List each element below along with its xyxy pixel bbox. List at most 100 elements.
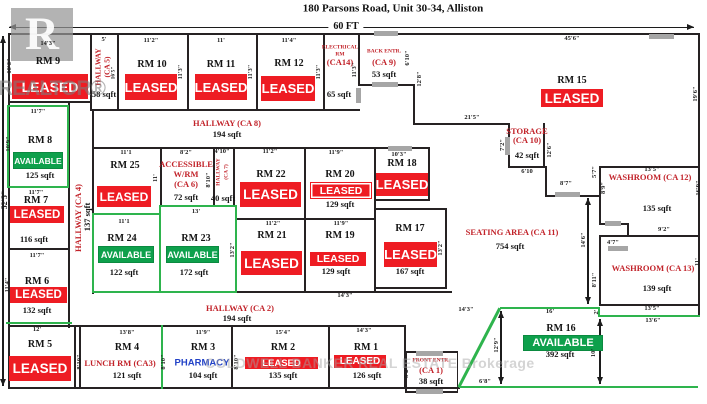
leased-badge-rm-20: LEASED bbox=[310, 182, 372, 199]
wall-segment bbox=[231, 325, 233, 389]
leased-badge-rm-5: LEASED bbox=[9, 356, 71, 381]
available-badge-rm-8: AVAILABLE bbox=[13, 152, 63, 169]
dim-rm16-left: 12'9" bbox=[492, 337, 500, 353]
dim-rm23-w: 13' bbox=[191, 207, 201, 215]
door-opening-marker bbox=[388, 146, 412, 151]
room-label-rm-18: RM 18 bbox=[387, 158, 417, 169]
dim-rm9-w: 14'3" bbox=[40, 39, 56, 47]
room-label-electrical-3: (CA14) bbox=[326, 56, 354, 67]
unit-boundary-green bbox=[500, 307, 600, 309]
dim-ca10-left: 7'2" bbox=[498, 139, 506, 151]
dim-rm10-w: 11'2" bbox=[143, 36, 159, 44]
sqft-rm8: 125 sqft bbox=[25, 169, 55, 180]
wall-segment bbox=[233, 147, 235, 207]
leased-badge-rm-10: LEASED bbox=[125, 74, 177, 100]
unit-boundary-green bbox=[7, 105, 9, 188]
unit-boundary-green bbox=[235, 205, 237, 293]
leased-badge-rm-7: LEASED bbox=[10, 206, 64, 223]
dim-ca5-h: 16'5" bbox=[110, 66, 117, 80]
room-label-rm-6: RM 6 bbox=[24, 276, 50, 287]
left-height-arrow bbox=[2, 36, 4, 386]
room-label-rm-3: RM 3 bbox=[190, 342, 216, 353]
dim-rm19-b: 14'3" bbox=[337, 291, 353, 299]
leased-badge-rm-1: LEASED bbox=[334, 355, 386, 368]
dim-wc12-left: 8'9" bbox=[599, 182, 607, 194]
room-label-rm-23: RM 23 bbox=[181, 233, 211, 244]
wall-segment bbox=[413, 84, 415, 125]
door-opening-marker bbox=[605, 221, 621, 226]
sqft-rm17: 167 sqft bbox=[395, 265, 425, 276]
wall-segment bbox=[256, 33, 258, 111]
dim-rm8-w: 11'7" bbox=[30, 107, 46, 115]
sqft-rm24: 122 sqft bbox=[109, 266, 139, 277]
dim-passage: 8'7" bbox=[560, 179, 572, 187]
door-opening-marker bbox=[372, 82, 398, 87]
room-label-lunch: LUNCH RM (CA3) bbox=[84, 357, 156, 368]
dim-rm16-right: 10' bbox=[589, 348, 597, 358]
dim-rm20-w: 11'9" bbox=[328, 148, 344, 156]
dim-wc13-t: 4'7" bbox=[607, 238, 619, 246]
page-title: 180 Parsons Road, Unit 30-34, Alliston bbox=[302, 2, 484, 15]
wall-segment bbox=[117, 33, 119, 111]
room-label-rm-17: RM 17 bbox=[395, 223, 425, 234]
dim-left: 52'5" bbox=[0, 190, 9, 210]
room-label-rm-11: RM 11 bbox=[206, 59, 236, 70]
dim-rm3-w: 11'9" bbox=[195, 328, 211, 336]
dim-rm15-left: 12'8" bbox=[415, 71, 423, 87]
door-opening-marker bbox=[374, 31, 398, 36]
dimension-arrowhead bbox=[596, 377, 603, 384]
room-label-rm-21: RM 21 bbox=[257, 230, 287, 241]
door-opening-marker bbox=[649, 34, 674, 39]
dim-rm3-h: 8'10" bbox=[159, 354, 167, 370]
seating-area-label: SEATING AREA (CA 11) bbox=[465, 226, 559, 237]
unit-boundary-green bbox=[160, 205, 237, 207]
sqft-rm3: 104 sqft bbox=[188, 369, 218, 380]
sqft-rm4: 121 sqft bbox=[112, 369, 142, 380]
dim-rm18-w: 10'3" bbox=[391, 150, 407, 158]
dim-rm16-b: 6'8" bbox=[479, 377, 491, 385]
door-opening-marker bbox=[608, 246, 628, 251]
dim-rm8-h: 10'9" bbox=[4, 136, 12, 152]
wall-segment bbox=[8, 101, 92, 103]
available-badge-rm-24: AVAILABLE bbox=[98, 246, 154, 263]
room-label-rm-2: RM 2 bbox=[270, 342, 296, 353]
dimension-arrowhead bbox=[497, 311, 504, 318]
wall-segment bbox=[543, 123, 545, 168]
wall-segment bbox=[599, 304, 700, 306]
dim-ca5-w: 5' bbox=[101, 35, 107, 43]
sqft-ca14: 65 sqft bbox=[326, 88, 352, 99]
room-label-rm-15: RM 15 bbox=[557, 75, 587, 86]
unit-boundary-green bbox=[598, 307, 600, 317]
room-label-storage-2: (CA 10) bbox=[512, 134, 542, 145]
scale-label: 60 FT bbox=[328, 22, 364, 32]
leased-badge-rm-21: LEASED bbox=[241, 251, 302, 275]
door-opening-marker bbox=[505, 137, 510, 155]
wall-segment bbox=[405, 351, 407, 392]
hallway-ca8-label: HALLWAY (CA 8) bbox=[192, 117, 262, 128]
room-label-rm-12: RM 12 bbox=[274, 58, 304, 69]
wall-segment bbox=[456, 351, 458, 392]
room-label-rm-5: RM 5 bbox=[27, 339, 53, 350]
dim-rm2-w: 15'4" bbox=[275, 328, 291, 336]
wall-segment bbox=[8, 248, 70, 250]
sqft-rm19: 129 sqft bbox=[321, 265, 351, 276]
washroom-13-label: WASHROOM (CA 13) bbox=[611, 262, 695, 273]
sqft-ca9: 53 sqft bbox=[371, 68, 397, 79]
dimension-arrowhead bbox=[0, 36, 6, 43]
dim-rm17-h: 13'2" bbox=[436, 240, 444, 256]
sqft-ca1: 38 sqft bbox=[418, 375, 444, 386]
room-label-back-entr-2: (CA 9) bbox=[372, 56, 396, 67]
room-label-ca6-3: (CA 6) bbox=[174, 178, 198, 189]
wall-segment bbox=[213, 147, 215, 207]
dim-rm6-w: 11'7" bbox=[29, 251, 45, 259]
unit-boundary-green bbox=[459, 386, 698, 388]
room-label-ca6-2: W/RM bbox=[173, 168, 199, 179]
dim-wc12-w: 13'5" bbox=[644, 165, 660, 173]
sqft-wc12: 135 sqft bbox=[642, 202, 672, 213]
dimension-arrowhead bbox=[584, 198, 591, 205]
wall-segment bbox=[90, 109, 360, 111]
sqft-rm1: 126 sqft bbox=[352, 369, 382, 380]
dim-ca9-h: 6'10" bbox=[403, 50, 411, 66]
dimension-arrowhead bbox=[497, 377, 504, 384]
wall-segment bbox=[8, 325, 406, 327]
